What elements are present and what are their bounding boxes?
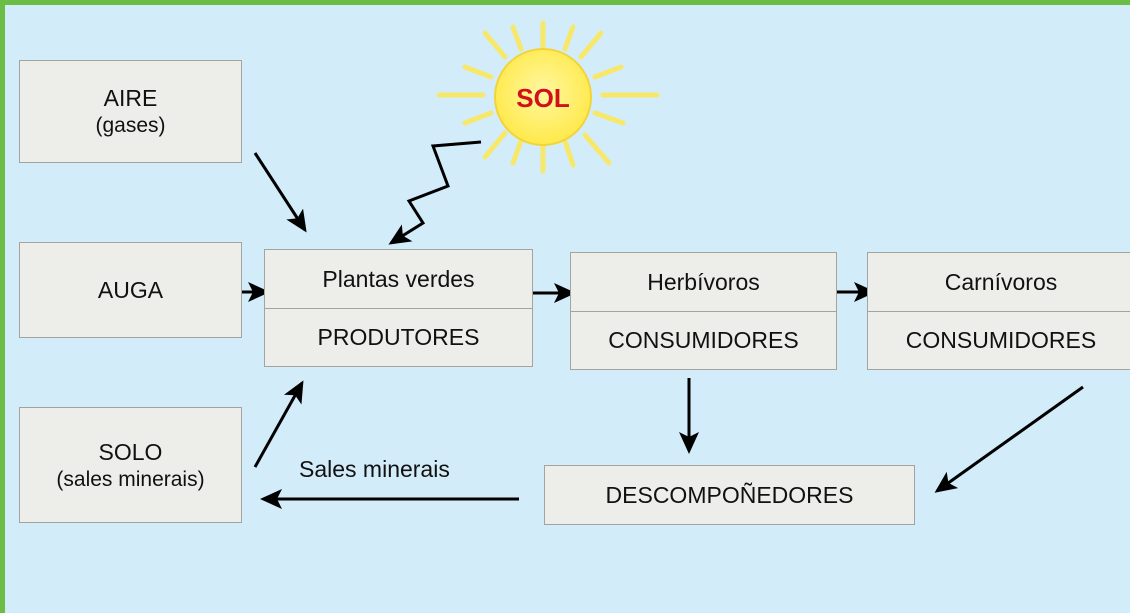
auga-title: AUGA xyxy=(97,277,164,303)
herbivoros-label: Herbívoros xyxy=(571,253,836,312)
aire-title: AIRE xyxy=(103,85,158,111)
box-solo: SOLO (sales minerais) xyxy=(19,407,242,523)
sun-rays xyxy=(436,20,660,174)
produtores-label: PRODUTORES xyxy=(317,324,480,351)
aire-subtitle: (gases) xyxy=(95,114,166,137)
sun-label: SOL xyxy=(516,83,570,113)
carnivoros-consumidores-label: CONSUMIDORES xyxy=(905,327,1097,354)
box-herbivoros-consumidores: Herbívoros CONSUMIDORES xyxy=(570,252,837,370)
box-carnivoros-consumidores: Carnívoros CONSUMIDORES xyxy=(867,252,1130,370)
plantas-label: Plantas verdes xyxy=(265,250,532,309)
arrow-carnivoros-to-descomponedores xyxy=(934,385,1084,493)
arrow-aire-to-plantas xyxy=(253,152,307,233)
arrow-solo-to-plantas xyxy=(253,380,304,468)
solo-title: SOLO xyxy=(98,438,163,465)
sales-minerais-label: Sales minerais xyxy=(299,456,450,482)
diagram-canvas: SOL xyxy=(227,20,1084,509)
herbivoros-consumidores-label: CONSUMIDORES xyxy=(608,327,799,354)
box-descomponedores: DESCOMPOÑEDORES xyxy=(544,465,915,525)
sun-icon xyxy=(494,48,592,146)
solo-subtitle: (sales minerais) xyxy=(56,467,205,491)
box-auga: AUGA xyxy=(19,242,242,338)
sunlight-bolt-arrow xyxy=(388,140,482,245)
descomponedores-title: DESCOMPOÑEDORES xyxy=(605,482,854,508)
carnivoros-label: Carnívoros xyxy=(868,253,1130,312)
box-plantas-produtores: Plantas verdes PRODUTORES xyxy=(264,249,533,367)
box-aire: AIRE (gases) xyxy=(19,60,242,163)
